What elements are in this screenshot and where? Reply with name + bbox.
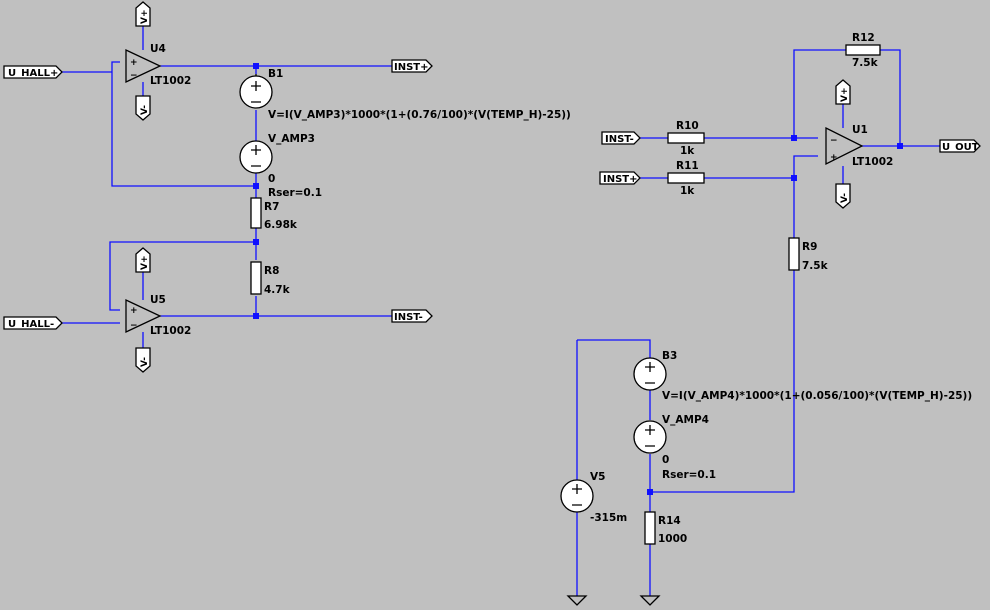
power-flag-vplus-u5[interactable]: V+ xyxy=(135,247,151,273)
junction-dot xyxy=(791,135,797,141)
resistor-r10-value: 1k xyxy=(680,145,695,157)
svg-text:−: − xyxy=(830,136,838,146)
source-b1[interactable]: B1 V=I(V_AMP3)*1000*(1+(0.76/100)*(V(TEM… xyxy=(239,68,571,121)
net-label-u-out[interactable]: U_OUT xyxy=(939,139,981,153)
opamp-u4[interactable]: + − U4 LT1002 xyxy=(125,43,191,87)
resistor-r14[interactable]: R14 1000 xyxy=(644,511,687,545)
power-flag-vminus-u1[interactable]: V- xyxy=(835,183,851,209)
resistor-r7-value: 6.98k xyxy=(264,219,298,231)
net-label-inst-minus-in[interactable]: INST- xyxy=(601,131,641,145)
source-b3-name: B3 xyxy=(662,350,677,362)
junction-dot xyxy=(253,63,259,69)
svg-text:INST+: INST+ xyxy=(603,174,638,185)
junction-dot xyxy=(253,313,259,319)
opamp-u4-model: LT1002 xyxy=(150,75,191,87)
source-v-amp4-name: V_AMP4 xyxy=(662,414,709,426)
svg-text:V-: V- xyxy=(140,357,150,367)
svg-text:V-: V- xyxy=(140,105,150,115)
junction-dot xyxy=(647,489,653,495)
source-v-amp4[interactable]: V_AMP4 0 Rser=0.1 xyxy=(633,414,716,481)
junction-dot xyxy=(897,143,903,149)
opamp-u1[interactable]: − + U1 LT1002 xyxy=(825,124,893,168)
svg-text:−: − xyxy=(130,71,138,81)
svg-text:V-: V- xyxy=(840,193,850,203)
resistor-r7[interactable]: R7 6.98k xyxy=(250,197,298,231)
source-b3-expr: V=I(V_AMP4)*1000*(1+(0.056/100)*(V(TEMP_… xyxy=(662,390,972,402)
source-v-amp3-rser: Rser=0.1 xyxy=(268,187,322,199)
resistor-r12-name: R12 xyxy=(852,32,875,44)
resistor-r9[interactable]: R9 7.5k xyxy=(788,237,829,272)
source-v-amp4-rser: Rser=0.1 xyxy=(662,469,716,481)
resistor-r8-value: 4.7k xyxy=(264,284,291,296)
svg-text:+: + xyxy=(130,58,138,68)
opamp-u1-model: LT1002 xyxy=(852,156,893,168)
resistor-r14-name: R14 xyxy=(658,515,681,527)
source-v-amp3-name: V_AMP3 xyxy=(268,133,315,145)
svg-text:V+: V+ xyxy=(840,87,850,102)
svg-text:U_HALL+: U_HALL+ xyxy=(8,68,58,79)
svg-text:V+: V+ xyxy=(140,255,150,270)
ground-symbol-v5[interactable] xyxy=(566,595,588,606)
net-label-inst-plus-out[interactable]: INST+ xyxy=(391,59,433,73)
source-v-amp3-value: 0 xyxy=(268,173,275,185)
source-v-amp4-value: 0 xyxy=(662,454,669,466)
resistor-r12[interactable]: R12 7.5k xyxy=(845,32,881,69)
opamp-u1-name: U1 xyxy=(852,124,868,136)
svg-text:INST-: INST- xyxy=(394,312,423,323)
source-v5-name: V5 xyxy=(590,471,605,483)
net-label-inst-plus-in[interactable]: INST+ xyxy=(599,171,641,185)
svg-text:U_OUT: U_OUT xyxy=(942,142,979,153)
ground-symbol-r14[interactable] xyxy=(639,595,661,606)
junctions xyxy=(253,63,903,495)
opamp-u5-model: LT1002 xyxy=(150,325,191,337)
resistor-r11-value: 1k xyxy=(680,185,695,197)
svg-text:−: − xyxy=(130,321,138,331)
resistor-r9-value: 7.5k xyxy=(802,260,829,272)
source-b1-name: B1 xyxy=(268,68,283,80)
resistor-r14-value: 1000 xyxy=(658,533,687,545)
power-flag-vminus-u5[interactable]: V- xyxy=(135,347,151,373)
opamp-u5[interactable]: + − U5 LT1002 xyxy=(125,294,191,337)
source-v5[interactable]: V5 -315m xyxy=(560,471,627,524)
junction-dot xyxy=(791,175,797,181)
opamp-u5-name: U5 xyxy=(150,294,166,306)
wires xyxy=(62,22,940,596)
resistor-r11-name: R11 xyxy=(676,160,699,172)
svg-text:V+: V+ xyxy=(140,9,150,24)
opamp-u4-name: U4 xyxy=(150,43,166,55)
svg-text:+: + xyxy=(830,153,838,163)
power-flag-vplus-u4[interactable]: V+ xyxy=(135,1,151,27)
svg-text:INST+: INST+ xyxy=(394,62,429,73)
resistor-r8[interactable]: R8 4.7k xyxy=(250,261,291,296)
source-v-amp3[interactable]: V_AMP3 0 Rser=0.1 xyxy=(239,133,322,199)
resistor-r10-name: R10 xyxy=(676,120,699,132)
net-label-inst-minus-out[interactable]: INST- xyxy=(391,309,433,323)
source-b1-expr: V=I(V_AMP3)*1000*(1+(0.76/100)*(V(TEMP_H… xyxy=(268,109,571,121)
source-v5-value: -315m xyxy=(590,512,627,524)
resistor-r9-name: R9 xyxy=(802,241,817,253)
resistor-r7-name: R7 xyxy=(264,201,279,213)
svg-text:+: + xyxy=(130,306,138,316)
net-label-u-hall-plus[interactable]: U_HALL+ xyxy=(3,65,63,79)
resistor-r10[interactable]: R10 1k xyxy=(667,120,705,157)
power-flag-vplus-u1[interactable]: V+ xyxy=(835,79,851,105)
resistor-r8-name: R8 xyxy=(264,265,279,277)
resistor-r11[interactable]: R11 1k xyxy=(667,160,705,197)
power-flag-vminus-u4[interactable]: V- xyxy=(135,95,151,121)
svg-text:U_HALL-: U_HALL- xyxy=(8,319,54,330)
resistor-r12-value: 7.5k xyxy=(852,57,879,69)
junction-dot xyxy=(253,183,259,189)
net-label-u-hall-minus[interactable]: U_HALL- xyxy=(3,316,63,330)
junction-dot xyxy=(253,239,259,245)
svg-text:INST-: INST- xyxy=(605,134,634,145)
source-b3[interactable]: B3 V=I(V_AMP4)*1000*(1+(0.056/100)*(V(TE… xyxy=(633,350,972,402)
